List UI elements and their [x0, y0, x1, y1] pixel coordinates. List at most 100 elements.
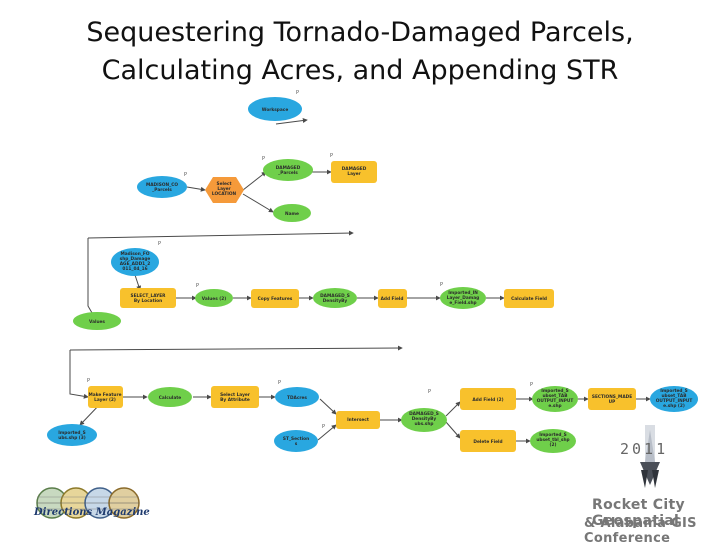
select-by-attribute-tool[interactable]: [211, 386, 259, 408]
svg-text:Values: Values: [89, 319, 105, 325]
workspace-node[interactable]: [248, 97, 302, 121]
tdacres-node[interactable]: [275, 387, 319, 407]
select-layer-tool[interactable]: [205, 177, 244, 203]
damaged-layer-node[interactable]: [331, 161, 377, 183]
svg-text:Name: Name: [285, 211, 299, 217]
node-label: 011_04_16: [122, 266, 147, 272]
svg-text:TDAcres: TDAcres: [287, 395, 307, 401]
node-label: ubs.shp (3): [58, 435, 85, 441]
node-label: Copy Features: [258, 296, 293, 302]
connector: [134, 274, 142, 291]
svg-text:Calculate Field: Calculate Field: [511, 296, 547, 302]
add-field-tool[interactable]: [378, 289, 407, 308]
calculate-node[interactable]: [148, 387, 192, 407]
p-marker: P: [184, 172, 187, 178]
p-marker: P: [530, 382, 533, 388]
title-line-2: Calculating Acres, and Appending STR: [101, 55, 619, 86]
imported-left-node[interactable]: [47, 424, 97, 446]
node-label: Imported_S: [58, 430, 86, 436]
p-marker: P: [296, 90, 299, 96]
copy-features-tool[interactable]: [251, 289, 299, 308]
svg-text:DAMAGED_Parcels: DAMAGED_Parcels: [276, 165, 301, 176]
svg-text:Values (2): Values (2): [202, 296, 226, 302]
svg-text:Calculate: Calculate: [159, 395, 182, 401]
conference-year: 2011: [620, 440, 669, 458]
node-label: DensityBy: [323, 298, 348, 304]
delete-field-tool[interactable]: [460, 430, 516, 452]
node-label: UP: [609, 399, 616, 405]
sections-made-up-tool[interactable]: [588, 388, 636, 410]
node-label: Values: [89, 319, 105, 325]
p-marker: P: [278, 380, 281, 386]
node-label: Layer (2): [94, 397, 116, 403]
p-marker: P: [428, 389, 431, 395]
intersect-tool[interactable]: [336, 411, 380, 429]
node-label: Calculate Field: [511, 296, 547, 302]
node-label: (2): [550, 442, 557, 448]
conference-name-line-1: Rocket City Geospatial: [592, 497, 685, 529]
node-label: Intersect: [347, 417, 369, 423]
node-label: s: [295, 442, 298, 447]
values-node[interactable]: [73, 312, 121, 330]
node-label: e_Field.shp: [449, 300, 476, 306]
make-feature-layer-tool[interactable]: [88, 386, 123, 408]
connector: [317, 424, 337, 441]
node-label: Add Field (2): [472, 397, 503, 403]
damaged-shp-node[interactable]: [401, 408, 447, 432]
connector: [186, 186, 206, 192]
imported-subset-node[interactable]: [532, 386, 578, 412]
connector: [87, 230, 354, 239]
madison-output-node[interactable]: [111, 248, 159, 276]
svg-text:Copy Features: Copy Features: [258, 296, 293, 302]
svg-text:Delete Field: Delete Field: [473, 439, 502, 445]
node-label: Workspace: [262, 107, 289, 113]
p-marker: P: [322, 424, 325, 430]
node-label: ubset_tbl_shp: [536, 437, 569, 443]
page-title: Sequestering Tornado-Damaged Parcels, Ca…: [0, 14, 720, 90]
p-marker: P: [196, 283, 199, 289]
st-sections-node[interactable]: [274, 430, 318, 452]
node-label: e.shp: [548, 403, 561, 409]
add-field-2-tool[interactable]: [460, 388, 516, 410]
node-label: SECTIONS_MADE: [592, 394, 632, 400]
name-node[interactable]: [273, 204, 311, 222]
node-label: _Parcels: [152, 187, 172, 193]
node-label: Delete Field: [473, 439, 502, 445]
node-label: By Location: [134, 298, 162, 304]
select-by-location-tool[interactable]: [120, 288, 176, 308]
values-2-node[interactable]: [195, 289, 233, 307]
node-label: Add Field: [381, 296, 404, 302]
connector: [242, 193, 274, 213]
connector: [319, 398, 337, 415]
damaged-parcels-node[interactable]: [263, 159, 313, 181]
calculate-field-tool[interactable]: [504, 289, 554, 308]
globe-logo-icon: [36, 487, 140, 519]
svg-text:MADISON_CO_Parcels: MADISON_CO_Parcels: [146, 182, 178, 193]
imported-damage-node[interactable]: [440, 287, 486, 309]
node-label: Imported_IN: [448, 290, 478, 296]
imported-subset-2-node[interactable]: [650, 386, 698, 412]
node-label: Imported_S: [541, 388, 569, 394]
madison-parcels-node[interactable]: [137, 176, 187, 198]
imported-tbl-node[interactable]: [530, 429, 576, 453]
node-label: Imported_S: [539, 432, 567, 438]
node-label: MADISON_CO: [146, 182, 178, 188]
connector: [445, 421, 461, 439]
node-label: ubset_TAB: [542, 393, 567, 399]
node-label: Layer_Damag: [447, 295, 479, 301]
node-label: Calculate: [159, 395, 182, 401]
damaged-density-node[interactable]: [313, 288, 357, 308]
node-label: Layer: [217, 186, 231, 192]
p-marker: P: [330, 153, 333, 159]
svg-text:Intersect: Intersect: [347, 417, 369, 423]
node-label: DAMAGED_S: [320, 293, 350, 299]
node-label: DAMAGED: [276, 165, 301, 171]
svg-text:Add Field: Add Field: [381, 296, 404, 302]
p-marker: P: [158, 241, 161, 247]
node-label: Layer: [347, 171, 361, 177]
